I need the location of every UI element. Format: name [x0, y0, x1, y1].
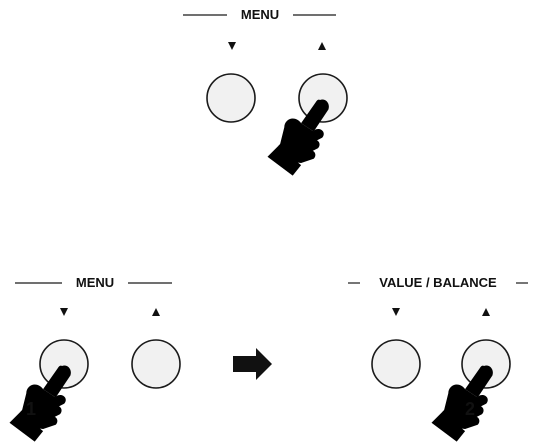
- bottom-right-down-triangle-icon: [392, 308, 400, 316]
- step-2-number: 2: [465, 399, 475, 419]
- bottom-left-menu-label: MENU: [76, 275, 114, 290]
- bottom-left-menu-up-button[interactable]: [131, 339, 181, 389]
- right-arrow-icon: [233, 348, 272, 380]
- step-1-number: 1: [26, 399, 36, 419]
- bottom-left-up-triangle-icon: [152, 308, 160, 316]
- bottom-left-menu-down-button[interactable]: [39, 339, 89, 389]
- bottom-right-pressing-hand-icon: [431, 365, 493, 442]
- top-menu-down-button[interactable]: [206, 73, 256, 123]
- bottom-left-down-triangle-icon: [60, 308, 68, 316]
- top-pressing-hand-icon: [267, 99, 329, 176]
- top-menu-label: MENU: [241, 7, 279, 22]
- value-down-button[interactable]: [371, 339, 421, 389]
- bottom-right-value-group: VALUE / BALANCE 2: [348, 275, 528, 442]
- value-up-button[interactable]: [461, 339, 511, 389]
- top-up-triangle-icon: [318, 42, 326, 50]
- value-balance-label: VALUE / BALANCE: [379, 275, 497, 290]
- bottom-left-menu-group: MENU 1: [9, 275, 181, 442]
- bottom-right-up-triangle-icon: [482, 308, 490, 316]
- bottom-left-pressing-hand-icon: [9, 365, 71, 442]
- top-menu-group: MENU: [183, 7, 348, 176]
- top-down-triangle-icon: [228, 42, 236, 50]
